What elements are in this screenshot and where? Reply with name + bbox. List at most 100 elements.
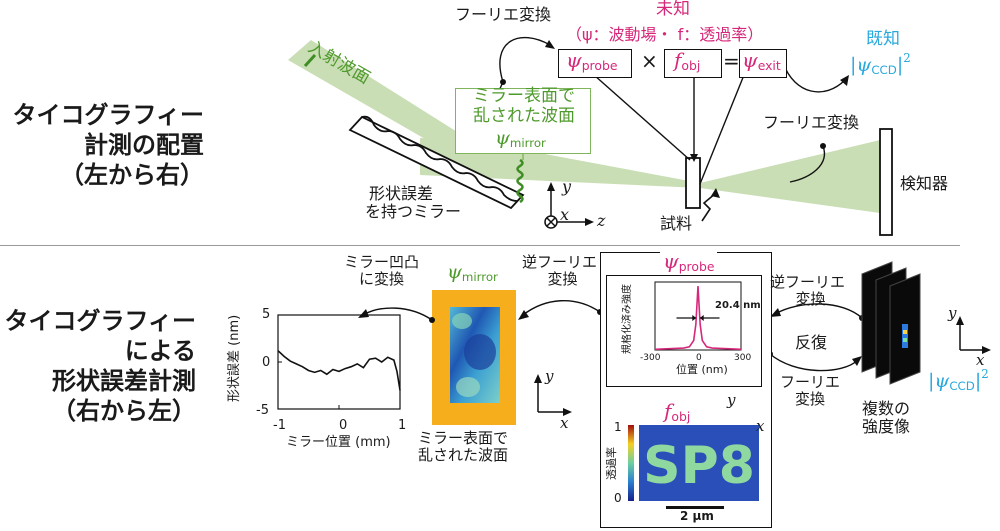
sample-label: 試料 xyxy=(660,214,693,233)
f-obj-top: fobj xyxy=(674,49,700,73)
known-formula-sup: 2 xyxy=(903,51,911,65)
mirror-label: 形状誤差 を持つミラー xyxy=(365,184,462,222)
section-divider xyxy=(0,245,960,246)
scattered-wave-line-2: 乱された波面 xyxy=(473,105,575,126)
colorbar-tick-1: 1 xyxy=(614,420,622,434)
scattered-bottom-line-2: 乱された波面 xyxy=(418,446,509,465)
detector-label: 検知器 xyxy=(900,174,949,193)
intensity-label: 複数の 強度像 xyxy=(862,399,911,437)
inverse-fourier-left: 逆フーリエ 変換 xyxy=(522,253,597,289)
psi-probe-top-symbol: ψ xyxy=(566,48,582,72)
fourier-bottom: フーリエ 変換 xyxy=(780,373,841,409)
known-formula: |ψCCD|2 xyxy=(850,51,911,77)
probe-chart-xlabel: 位置 (nm) xyxy=(676,363,728,376)
f-obj-top-sub: obj xyxy=(681,58,701,74)
probe-chart-axes xyxy=(654,281,742,351)
intensity-stack xyxy=(861,261,921,385)
inverse-fourier-right-line-2: 変換 xyxy=(795,290,826,309)
error-xtick-1: 1 xyxy=(398,418,407,433)
fourier-bottom-line-1: フーリエ xyxy=(780,373,841,391)
colorbar-tick-0: 0 xyxy=(614,491,622,505)
intensity-formula-sup: 2 xyxy=(981,367,989,381)
inverse-fourier-right-line-1: 逆フーリエ xyxy=(770,273,846,291)
intensity-formula: |ψCCD|2 xyxy=(928,367,989,393)
axis-x-mirror: x xyxy=(560,414,569,432)
scattered-bottom-label: ミラー表面で 乱された波面 xyxy=(418,429,509,465)
unknown-desc: （ψ：波動場・ f：透過率） xyxy=(566,25,764,44)
probe-xtick-neg300: -300 xyxy=(640,353,661,363)
axis-x-top: x xyxy=(560,205,570,224)
psi-exit-top-sub: exit xyxy=(757,58,781,74)
probe-xtick-300: 300 xyxy=(734,353,752,363)
top-beam-diagram xyxy=(288,36,893,236)
unknown-title: 未知 xyxy=(656,0,690,19)
psi-probe-box xyxy=(558,49,632,78)
f-obj-top-symbol: f xyxy=(674,48,682,72)
f-obj-pattern: SP8 xyxy=(643,436,755,496)
psi-mirror-top-sub: mirror xyxy=(509,135,546,150)
f-obj-colorbar xyxy=(628,425,634,501)
known-title: 既知 xyxy=(866,29,900,49)
bottom-section-label: タイコグラフィー による 形状誤差計測 （右から左） xyxy=(0,306,196,426)
error-chart xyxy=(277,314,401,410)
incident-beam xyxy=(288,40,470,162)
scattered-bottom-line-1: ミラー表面で xyxy=(418,429,509,447)
detector xyxy=(879,128,893,236)
top-section-line-3: （左から右） xyxy=(60,161,204,189)
fourier-top-left: フーリエ変換 xyxy=(455,5,552,24)
f-obj-box xyxy=(664,49,722,78)
top-section-line-1: タイコグラフィー xyxy=(12,101,204,129)
known-formula-close: | xyxy=(896,53,904,76)
bottom-section-line-2: による xyxy=(124,337,196,365)
axis-z-top: z xyxy=(597,211,606,230)
inverse-fourier-right: 逆フーリエ 変換 xyxy=(770,273,846,309)
error-ytick-0: 0 xyxy=(262,355,271,370)
axis-x-stack: x xyxy=(976,351,985,369)
mirror-label-line-2: を持つミラー xyxy=(365,202,462,222)
wavefront-mark xyxy=(303,53,317,68)
convert-mirror-line-2: に変換 xyxy=(359,270,405,289)
scalebar-label: 2 μm xyxy=(680,509,714,523)
error-xtick-0: 0 xyxy=(339,418,348,433)
psi-exit-box xyxy=(739,49,787,78)
intensity-formula-close: | xyxy=(974,369,982,392)
psi-exit-top: ψexit xyxy=(742,49,781,73)
known-formula-psi: |ψ xyxy=(850,53,872,76)
axis-x-fobj: x xyxy=(756,417,765,435)
times-sign: × xyxy=(641,49,658,73)
intensity-line-1: 複数の xyxy=(862,399,911,418)
psi-mirror-map xyxy=(450,307,500,403)
psi-probe-bottom-sub: probe xyxy=(678,259,715,275)
f-obj-bottom-symbol: f xyxy=(664,399,672,423)
axis-y-top: y xyxy=(562,177,572,196)
f-obj-bottom: fobj xyxy=(664,400,690,424)
psi-mirror-top-symbol: ψ xyxy=(495,127,510,149)
error-chart-axes xyxy=(277,314,401,410)
mirror-label-line-1: 形状誤差 xyxy=(369,184,434,203)
probe-chart-ylabel: 規格化済み強度 xyxy=(622,284,633,354)
psi-mirror-bottom-sub: mirror xyxy=(461,269,498,284)
known-formula-sub: CCD xyxy=(871,62,897,77)
probe-xtick-0: 0 xyxy=(696,353,702,363)
convert-mirror-line-1: ミラー凹凸 xyxy=(344,253,420,271)
f-obj-bottom-sub: obj xyxy=(671,409,691,425)
transmittance-label: 透過率 xyxy=(605,447,618,480)
psi-probe-top: ψprobe xyxy=(566,49,617,73)
psi-probe-bottom: ψprobe xyxy=(660,250,718,275)
psi-probe-top-sub: probe xyxy=(581,58,618,74)
error-xtick-neg1: -1 xyxy=(273,418,286,433)
fourier-right: フーリエ変換 xyxy=(763,113,860,132)
axis-y-mirror: y xyxy=(545,367,554,385)
psi-mirror-bottom-symbol: ψ xyxy=(447,261,462,283)
inverse-fourier-left-line-2: 変換 xyxy=(547,270,578,289)
scalebar xyxy=(666,506,724,509)
f-obj-map: SP8 xyxy=(639,425,759,501)
probe-chart-frame xyxy=(606,275,762,387)
mirror-wavefront-squiggle xyxy=(516,158,524,204)
probe-chart xyxy=(654,281,742,351)
bottom-section-line-4: （右から左） xyxy=(52,397,196,425)
equals-sign: = xyxy=(723,49,740,73)
scattered-wave-line-1: ミラー表面で xyxy=(473,86,575,106)
mirror-surface xyxy=(361,115,518,202)
